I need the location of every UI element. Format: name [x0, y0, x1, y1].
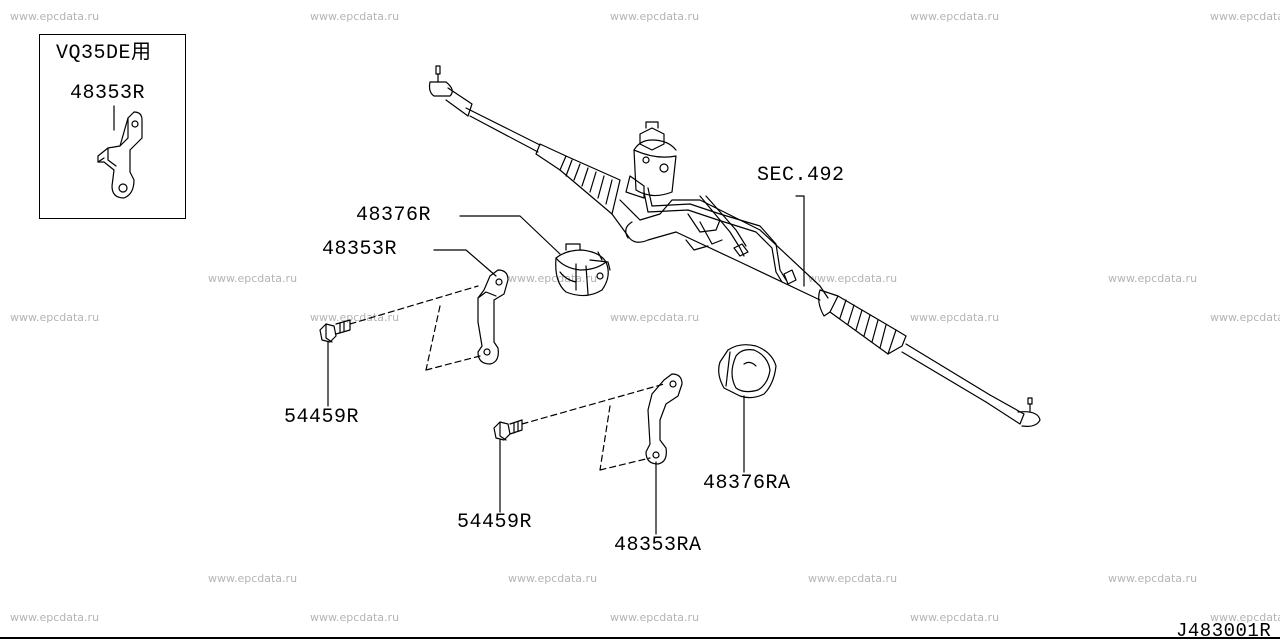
watermark: www.epcdata.ru	[10, 10, 100, 23]
bushing-lower-icon[interactable]	[718, 344, 777, 399]
bolt-lower-icon[interactable]	[493, 419, 523, 441]
watermark: www.epcdata.ru	[910, 611, 1000, 624]
inset-bracket-icon[interactable]	[97, 105, 143, 199]
alignment-lines-upper	[349, 285, 481, 371]
inset-title: VQ35DE用	[56, 42, 152, 65]
bracket-upper-icon[interactable]	[477, 269, 509, 365]
watermark: www.epcdata.ru	[1108, 272, 1198, 285]
watermark: www.epcdata.ru	[1210, 611, 1280, 624]
part-label-54459r-lower: 54459R	[457, 511, 533, 534]
part-label-48353r: 48353R	[322, 238, 398, 261]
watermark: www.epcdata.ru	[310, 10, 400, 23]
inset-frame	[39, 34, 186, 219]
part-label-48376ra: 48376RA	[703, 472, 791, 495]
part-label-54459r-upper: 54459R	[284, 406, 360, 429]
watermark: www.epcdata.ru	[208, 572, 298, 585]
frame-bottom-line	[0, 637, 1280, 639]
watermark: www.epcdata.ru	[508, 572, 598, 585]
watermark: www.epcdata.ru	[1108, 572, 1198, 585]
watermark: www.epcdata.ru	[910, 10, 1000, 23]
watermark: www.epcdata.ru	[208, 272, 298, 285]
inset-part-label: 48353R	[70, 82, 146, 105]
watermark: www.epcdata.ru	[310, 311, 400, 324]
watermark: www.epcdata.ru	[808, 272, 898, 285]
watermark: www.epcdata.ru	[910, 311, 1000, 324]
part-label-48353ra: 48353RA	[614, 534, 702, 557]
watermark: www.epcdata.ru	[610, 611, 700, 624]
bracket-lower-icon[interactable]	[645, 373, 683, 465]
watermark: www.epcdata.ru	[610, 10, 700, 23]
watermark: www.epcdata.ru	[1210, 311, 1280, 324]
watermark: www.epcdata.ru	[610, 311, 700, 324]
bushing-upper-icon[interactable]	[555, 243, 611, 297]
steering-gear-assembly[interactable]	[428, 65, 1041, 427]
sec-label: SEC.492	[757, 164, 845, 187]
alignment-lines-lower	[521, 383, 665, 471]
watermark: www.epcdata.ru	[310, 611, 400, 624]
part-label-48376r: 48376R	[356, 204, 432, 227]
watermark: www.epcdata.ru	[10, 311, 100, 324]
watermark: www.epcdata.ru	[10, 611, 100, 624]
bolt-upper-icon[interactable]	[319, 319, 351, 343]
leader-lines	[327, 195, 805, 535]
watermark: www.epcdata.ru	[808, 572, 898, 585]
drawing-number: J483001R	[1176, 620, 1272, 642]
watermark: www.epcdata.ru	[1210, 10, 1280, 23]
